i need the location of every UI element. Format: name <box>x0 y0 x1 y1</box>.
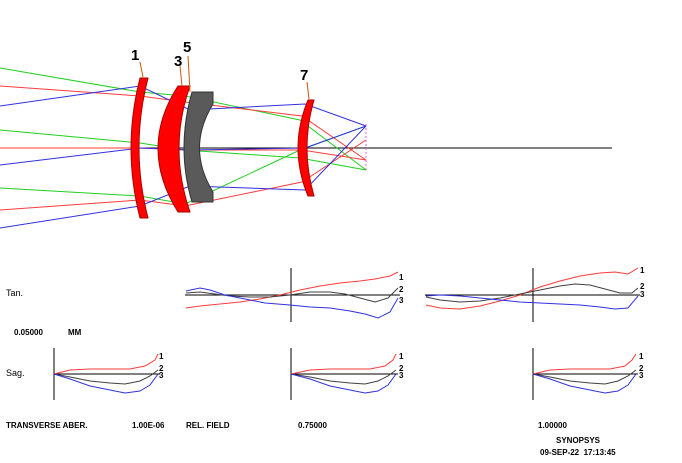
lens-element-5 <box>183 91 214 203</box>
tan-0.75-id-1: 1 <box>399 273 404 282</box>
aberration-plots: Tan. Sag. 0.05000 MM 1 2 3 1 2 3 <box>6 266 645 400</box>
tan-0.75-id-2: 2 <box>399 285 404 294</box>
lens-element-7 <box>297 99 315 197</box>
lens-label-7: 7 <box>300 67 308 84</box>
sag-0-id-1: 1 <box>159 352 164 361</box>
lens-label-1: 1 <box>131 47 139 64</box>
sag-1.0-id-2: 2 <box>639 364 644 373</box>
tan-1.0-curve-2 <box>425 283 639 303</box>
footer-title: TRANSVERSE ABER. <box>6 421 88 430</box>
sag-label: Sag. <box>6 368 25 378</box>
lens-label-5: 5 <box>183 39 191 56</box>
lens-element-1 <box>130 77 149 219</box>
footer-field-0.75: 0.75000 <box>298 421 327 430</box>
tan-plot-field-1.0: 1 2 3 <box>425 266 645 322</box>
tan-1.0-id-3: 3 <box>640 290 645 299</box>
leader-lines <box>139 55 310 100</box>
tan-plot-field-0.75: 1 2 3 <box>185 268 404 322</box>
scale-unit: MM <box>68 328 82 337</box>
tan-1.0-id-1: 1 <box>640 266 645 275</box>
footer: TRANSVERSE ABER. 1.00E-06 REL. FIELD 0.7… <box>6 421 616 457</box>
footer-wavelength: 1.00E-06 <box>132 421 165 430</box>
sag-plot-field-0: 1 2 3 <box>53 348 164 400</box>
sag-0-id-3: 3 <box>159 371 164 380</box>
footer-datetime: 09-SEP-22 17:13:45 <box>540 448 616 457</box>
footer-brand: SYNOPSYS <box>556 436 601 445</box>
sag-1.0-id-3: 3 <box>639 371 644 380</box>
tan-0.75-id-3: 3 <box>399 296 404 305</box>
tan-0.75-curve-2 <box>185 287 399 303</box>
sag-0-id-2: 2 <box>159 364 164 373</box>
sag-0.75-id-1: 1 <box>399 352 404 361</box>
tan-0.75-curve-1 <box>185 271 399 309</box>
sag-plot-field-1.0: 1 2 3 <box>532 348 644 400</box>
scale-value: 0.05000 <box>14 328 43 337</box>
tan-label: Tan. <box>6 288 23 298</box>
tan-1.0-curve-3 <box>425 294 639 310</box>
sag-0.75-id-2: 2 <box>399 364 404 373</box>
lens-element-3 <box>157 85 191 213</box>
footer-field-1.0: 1.00000 <box>538 421 567 430</box>
sag-1.0-id-1: 1 <box>639 352 644 361</box>
tan-1.0-id-2: 2 <box>640 282 645 291</box>
optical-layout: 1 3 5 7 <box>0 39 612 229</box>
tan-1.0-curve-1 <box>425 267 639 310</box>
footer-field-label: REL. FIELD <box>186 421 230 430</box>
tan-0.75-curve-3 <box>185 287 399 319</box>
lens-label-3: 3 <box>174 53 182 70</box>
sag-plot-field-0.75: 1 2 3 <box>290 348 404 400</box>
sag-0.75-id-3: 3 <box>399 371 404 380</box>
